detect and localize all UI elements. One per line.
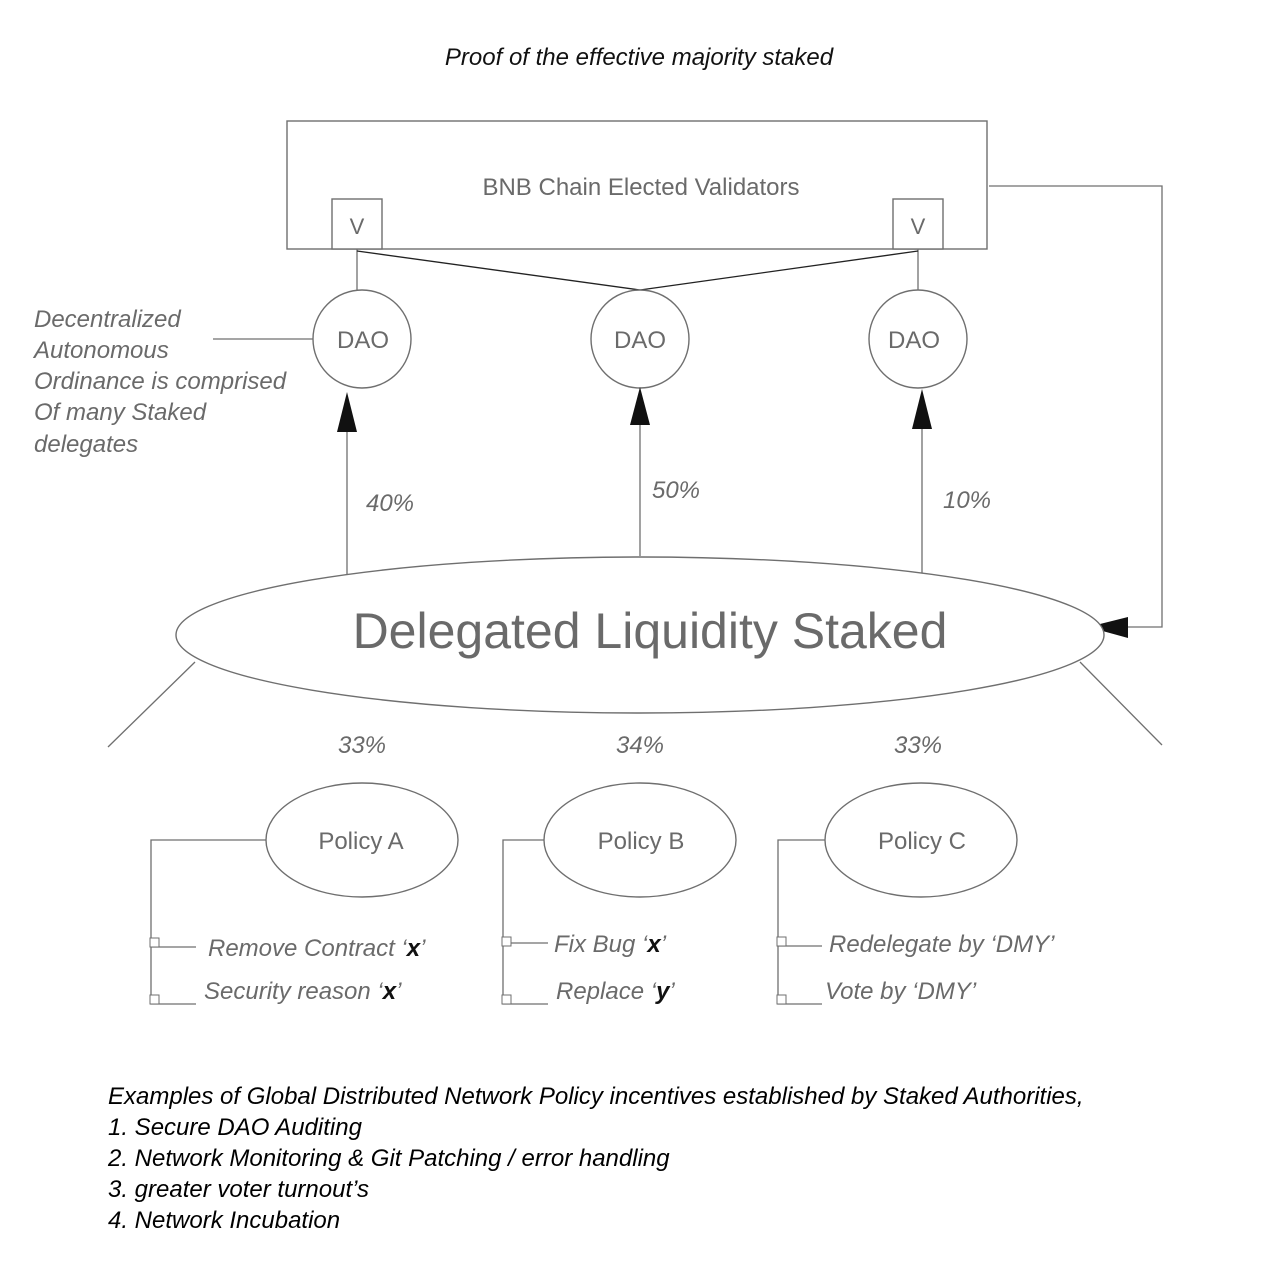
policy-bullet-c-2 <box>776 994 787 1005</box>
examples-item-3: 3. greater voter turnout’s <box>108 1176 370 1203</box>
examples-item-4: 4. Network Incubation <box>108 1207 341 1234</box>
policy-tree-c <box>777 839 825 1005</box>
pool-ellipse <box>175 556 1105 714</box>
pool-label: Delegated Liquidity Staked <box>353 603 948 659</box>
policy-bullet-a-1 <box>149 937 160 948</box>
policy-share-b: 34% <box>616 732 664 759</box>
policy-bullet-b-2 <box>501 994 512 1005</box>
policy-tree-a <box>150 839 266 1005</box>
examples-item-2: 2. Network Monitoring & Git Patching / e… <box>108 1145 670 1172</box>
policy-item-a-2: Security reason ‘x’ <box>204 978 402 1005</box>
policy-label-c: Policy C <box>878 828 966 855</box>
policy-bullet-c-1 <box>776 936 787 947</box>
policy-item-c-1: Redelegate by ‘DMY’ <box>829 931 1055 958</box>
dao-share-center: 50% <box>652 477 700 504</box>
validator-node-left <box>331 198 383 250</box>
pool-connector-left <box>107 661 196 748</box>
dao-note-line-5: delegates <box>34 431 138 458</box>
policy-item-b-2: Replace ‘y’ <box>556 978 675 1005</box>
validators-box <box>286 120 988 250</box>
stake-arrow-center-head <box>630 387 650 425</box>
connector-validator-left-dao-center <box>356 250 641 291</box>
policy-tree-b <box>502 839 548 1005</box>
examples-note: Examples of Global Distributed Network P… <box>108 1081 1084 1236</box>
dao-note: Decentralized Autonomous Ordinance is co… <box>32 306 293 458</box>
diagram-title: Proof of the effective majority staked <box>445 44 834 71</box>
dao-circle-right <box>868 289 968 389</box>
connector-validator-right-dao-center <box>639 250 919 291</box>
dao-note-line-4: Of many Staked <box>34 399 207 426</box>
policy-share-c: 33% <box>894 732 942 759</box>
policy-group-a: Policy A Remove Contract ‘x’ Security re… <box>149 782 459 1005</box>
policy-group-b: Policy B Fix Bug ‘x’ Replace ‘y’ <box>501 782 737 1005</box>
examples-heading: Examples of Global Distributed Network P… <box>108 1083 1084 1110</box>
policy-label-a: Policy A <box>318 828 403 855</box>
dao-note-line-3: Ordinance is comprised <box>34 368 287 395</box>
dao-share-left: 40% <box>366 490 414 517</box>
stake-arrow-right-head <box>912 389 932 429</box>
policy-item-b-1: Fix Bug ‘x’ <box>554 931 667 958</box>
dao-label-left: DAO <box>337 327 389 354</box>
policy-item-c-2: Vote by ‘DMY’ <box>825 978 977 1005</box>
feedback-arrowhead <box>1088 617 1128 638</box>
validator-node-right-label: V <box>911 214 926 239</box>
feedback-connector <box>989 185 1163 628</box>
validator-node-left-label: V <box>350 214 365 239</box>
policy-bullet-b-1 <box>501 936 512 947</box>
policy-bullet-a-2 <box>149 994 160 1005</box>
policy-item-a-1: Remove Contract ‘x’ <box>208 935 426 962</box>
dao-note-line-2: Autonomous <box>32 337 169 364</box>
dao-label-right: DAO <box>888 327 940 354</box>
validators-box-label: BNB Chain Elected Validators <box>482 174 799 201</box>
policy-share-a: 33% <box>338 732 386 759</box>
policy-label-b: Policy B <box>598 828 685 855</box>
pool-connector-right <box>1079 661 1163 746</box>
policy-group-c: Policy C Redelegate by ‘DMY’ Vote by ‘DM… <box>776 782 1055 1005</box>
dao-note-line-1: Decentralized <box>34 306 181 333</box>
examples-item-1: 1. Secure DAO Auditing <box>108 1114 362 1141</box>
dao-label-center: DAO <box>614 327 666 354</box>
stake-arrow-left-head <box>337 392 357 432</box>
dao-share-right: 10% <box>943 487 991 514</box>
